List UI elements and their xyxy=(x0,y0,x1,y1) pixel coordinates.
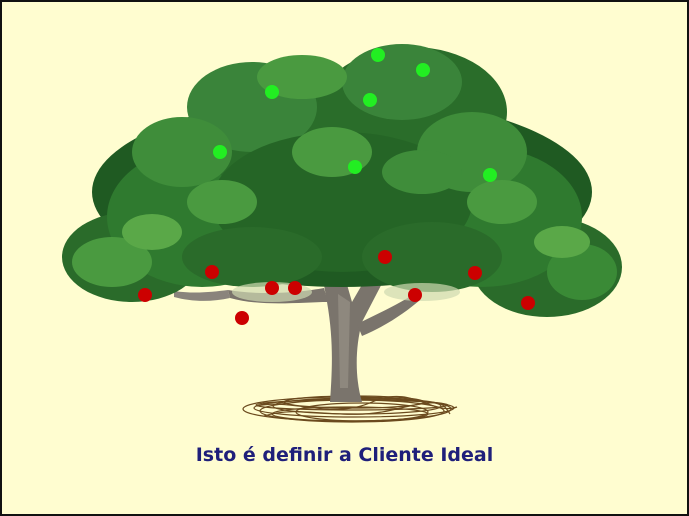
green-dot-icon xyxy=(348,160,362,174)
red-dot-icon xyxy=(288,281,302,295)
red-dot-icon xyxy=(235,311,249,325)
green-dot-icon xyxy=(416,63,430,77)
red-dot-icon xyxy=(265,281,279,295)
red-dot-icon xyxy=(378,250,392,264)
tree-icon xyxy=(62,44,622,317)
green-dot-icon xyxy=(483,168,497,182)
red-dot-icon xyxy=(408,288,422,302)
red-dots xyxy=(138,250,535,325)
green-dot-icon xyxy=(213,145,227,159)
red-dot-icon xyxy=(468,266,482,280)
red-dot-icon xyxy=(138,288,152,302)
green-dots xyxy=(213,48,497,182)
green-dot-icon xyxy=(363,93,377,107)
green-dot-icon xyxy=(371,48,385,62)
red-dot-icon xyxy=(205,265,219,279)
slide-caption: Isto é definir a Cliente Ideal xyxy=(195,444,494,466)
green-dot-icon xyxy=(265,85,279,99)
red-dot-icon xyxy=(521,296,535,310)
